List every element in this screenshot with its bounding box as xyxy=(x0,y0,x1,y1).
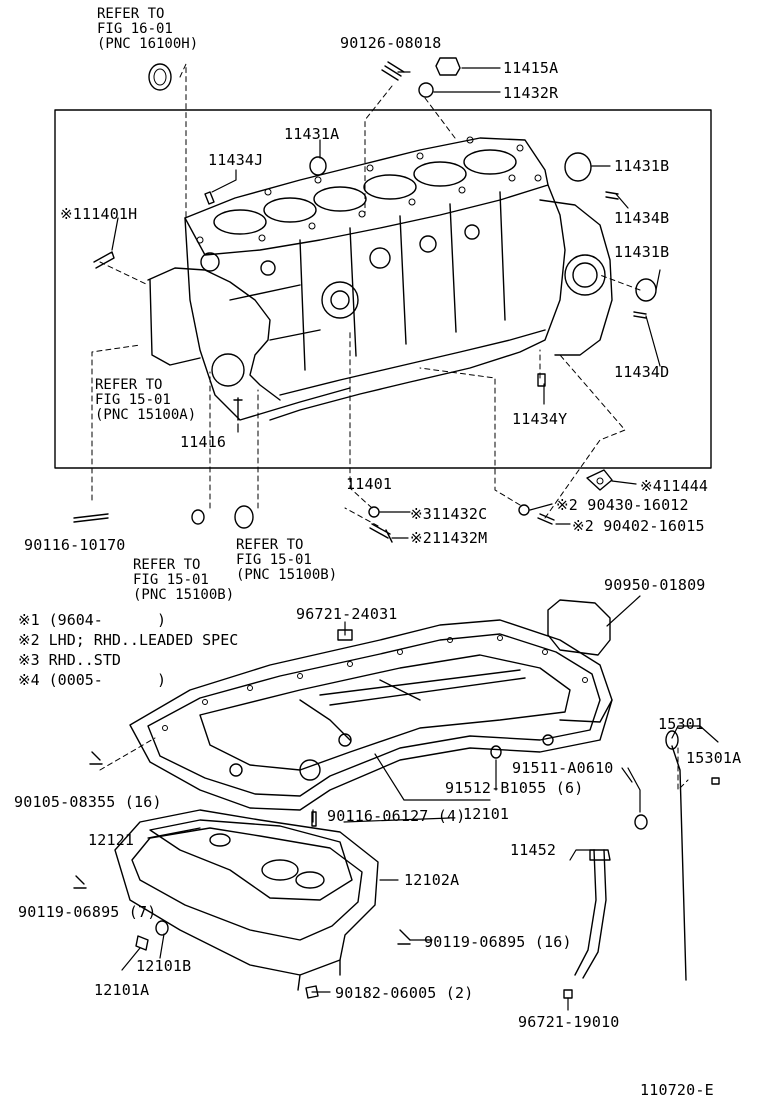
stud-90126 xyxy=(381,61,405,81)
part-label-90119-06895-7: 90119-06895 (7) xyxy=(18,903,157,921)
cylinder-block xyxy=(147,136,613,421)
part-label-11416: 11416 xyxy=(180,433,227,451)
bolt-90119-7 xyxy=(73,875,87,889)
union-11415a xyxy=(435,57,461,76)
figure-code: 110720-E xyxy=(640,1081,714,1099)
gauge-guide-11452 xyxy=(574,849,607,979)
bolt-11416 xyxy=(233,397,243,421)
part-label-11434y: 11434Y xyxy=(512,410,568,428)
refer-note-15100a: REFER TO FIG 15-01 (PNC 15100A) xyxy=(95,377,197,423)
bolt-90105 xyxy=(89,751,103,765)
part-label-15301: 15301 xyxy=(658,715,705,733)
baffle-plate-12121 xyxy=(149,819,353,901)
part-label-11431b-side: 11431B xyxy=(614,243,670,261)
part-label-111401h: ※111401H xyxy=(60,205,138,223)
part-label-12101: 12101 xyxy=(463,805,510,823)
part-label-11431a: 11431A xyxy=(284,125,340,143)
plug-11431b-top xyxy=(564,152,592,182)
part-label-90430-16012: ※2 90430-16012 xyxy=(556,496,689,514)
part-label-90116-06127: 90116-06127 (4) xyxy=(327,807,466,825)
part-label-90116-10170: 90116-10170 xyxy=(24,536,126,554)
gasket-90430 xyxy=(518,504,530,516)
note-3: ※3 RHD..STD xyxy=(18,651,121,669)
plug-90402 xyxy=(537,513,555,525)
stud-90116-06127 xyxy=(311,811,317,827)
oil-pan-upper xyxy=(129,619,613,811)
part-label-411444: ※411444 xyxy=(640,477,709,495)
plug-91512 xyxy=(490,745,502,759)
bracket-411444 xyxy=(586,469,613,491)
strainer-90950 xyxy=(547,599,611,656)
part-label-12121: 12121 xyxy=(88,831,135,849)
part-label-90119-06895-16: 90119-06895 (16) xyxy=(424,933,572,951)
plug-12101a xyxy=(135,935,149,951)
note-4: ※4 (0005- ) xyxy=(18,671,167,689)
part-label-11432r: 11432R xyxy=(503,84,559,102)
part-label-11434j: 11434J xyxy=(208,151,264,169)
refer-note-15100b-left: REFER TO FIG 15-01 (PNC 15100B) xyxy=(133,557,235,603)
part-label-91512-b1055: 91512-B1055 (6) xyxy=(445,779,584,797)
dashed-leaders xyxy=(91,63,689,791)
oil-pan-lower xyxy=(114,809,379,991)
refer-note-15100b-right: REFER TO FIG 15-01 (PNC 15100B) xyxy=(236,537,338,583)
part-label-12101a: 12101A xyxy=(94,981,150,999)
bolt-111401h xyxy=(93,251,115,269)
part-label-12101b: 12101B xyxy=(136,957,192,975)
part-label-90950-01809: 90950-01809 xyxy=(604,576,706,594)
part-label-15301a: 15301A xyxy=(686,749,742,767)
plug-211432m xyxy=(369,523,393,543)
guide-top xyxy=(589,849,611,861)
gasket-91511 xyxy=(634,814,648,830)
part-label-90182-06005: 90182-06005 (2) xyxy=(335,984,474,1002)
note-2: ※2 LHD; RHD..LEADED SPEC xyxy=(18,631,239,649)
engine-block-group-frame xyxy=(54,109,712,469)
part-label-11431b-top: 11431B xyxy=(614,157,670,175)
dipstick-15301 xyxy=(671,745,687,981)
gasket-311432c xyxy=(368,506,380,518)
applicability-notes: ※1 (9604- ) ※2 LHD; RHD..LEADED SPEC ※3 … xyxy=(18,610,238,690)
o-ring-15301a xyxy=(711,777,720,785)
nut-90182 xyxy=(305,985,319,999)
part-label-90402-16015: ※2 90402-16015 xyxy=(572,517,705,535)
part-label-96721-24031: 96721-24031 xyxy=(296,605,398,623)
part-label-11434b: 11434B xyxy=(614,209,670,227)
part-label-90105-08355: 90105-08355 (16) xyxy=(14,793,162,811)
stud-90116-10170 xyxy=(73,513,109,523)
ring-96721-19010 xyxy=(563,989,573,999)
gasket-15100b xyxy=(234,505,254,529)
part-label-311432c: ※311432C xyxy=(410,505,488,523)
gasket-96721-24031 xyxy=(337,629,353,641)
pin-11434b xyxy=(605,191,619,200)
plug-11431a xyxy=(309,156,327,176)
part-label-11415a: 11415A xyxy=(503,59,559,77)
bolt-90119-16 xyxy=(397,929,411,945)
gasket-11432r xyxy=(418,82,434,98)
gasket-15100b-small xyxy=(191,509,205,525)
part-label-11452: 11452 xyxy=(510,841,557,859)
dipstick-handle xyxy=(665,730,679,750)
note-1: ※1 (9604- ) xyxy=(18,611,167,629)
part-label-96721-19010: 96721-19010 xyxy=(518,1013,620,1031)
seal-ring-16100h xyxy=(148,63,172,91)
part-label-11401: 11401 xyxy=(346,475,393,493)
part-label-91511-a0610: 91511-A0610 xyxy=(512,759,614,777)
part-label-11434d: 11434D xyxy=(614,363,670,381)
gasket-12101b xyxy=(155,920,169,936)
solid-leaders xyxy=(111,67,719,1011)
pin-11434j xyxy=(204,191,215,205)
part-label-90126-08018: 90126-08018 xyxy=(340,34,442,52)
refer-note-16100h: REFER TO FIG 16-01 (PNC 16100H) xyxy=(97,6,199,52)
part-label-12102a: 12102A xyxy=(404,871,460,889)
pin-11434d xyxy=(633,311,647,319)
pin-11434y xyxy=(537,373,546,387)
part-label-211432m: ※211432M xyxy=(410,529,488,547)
